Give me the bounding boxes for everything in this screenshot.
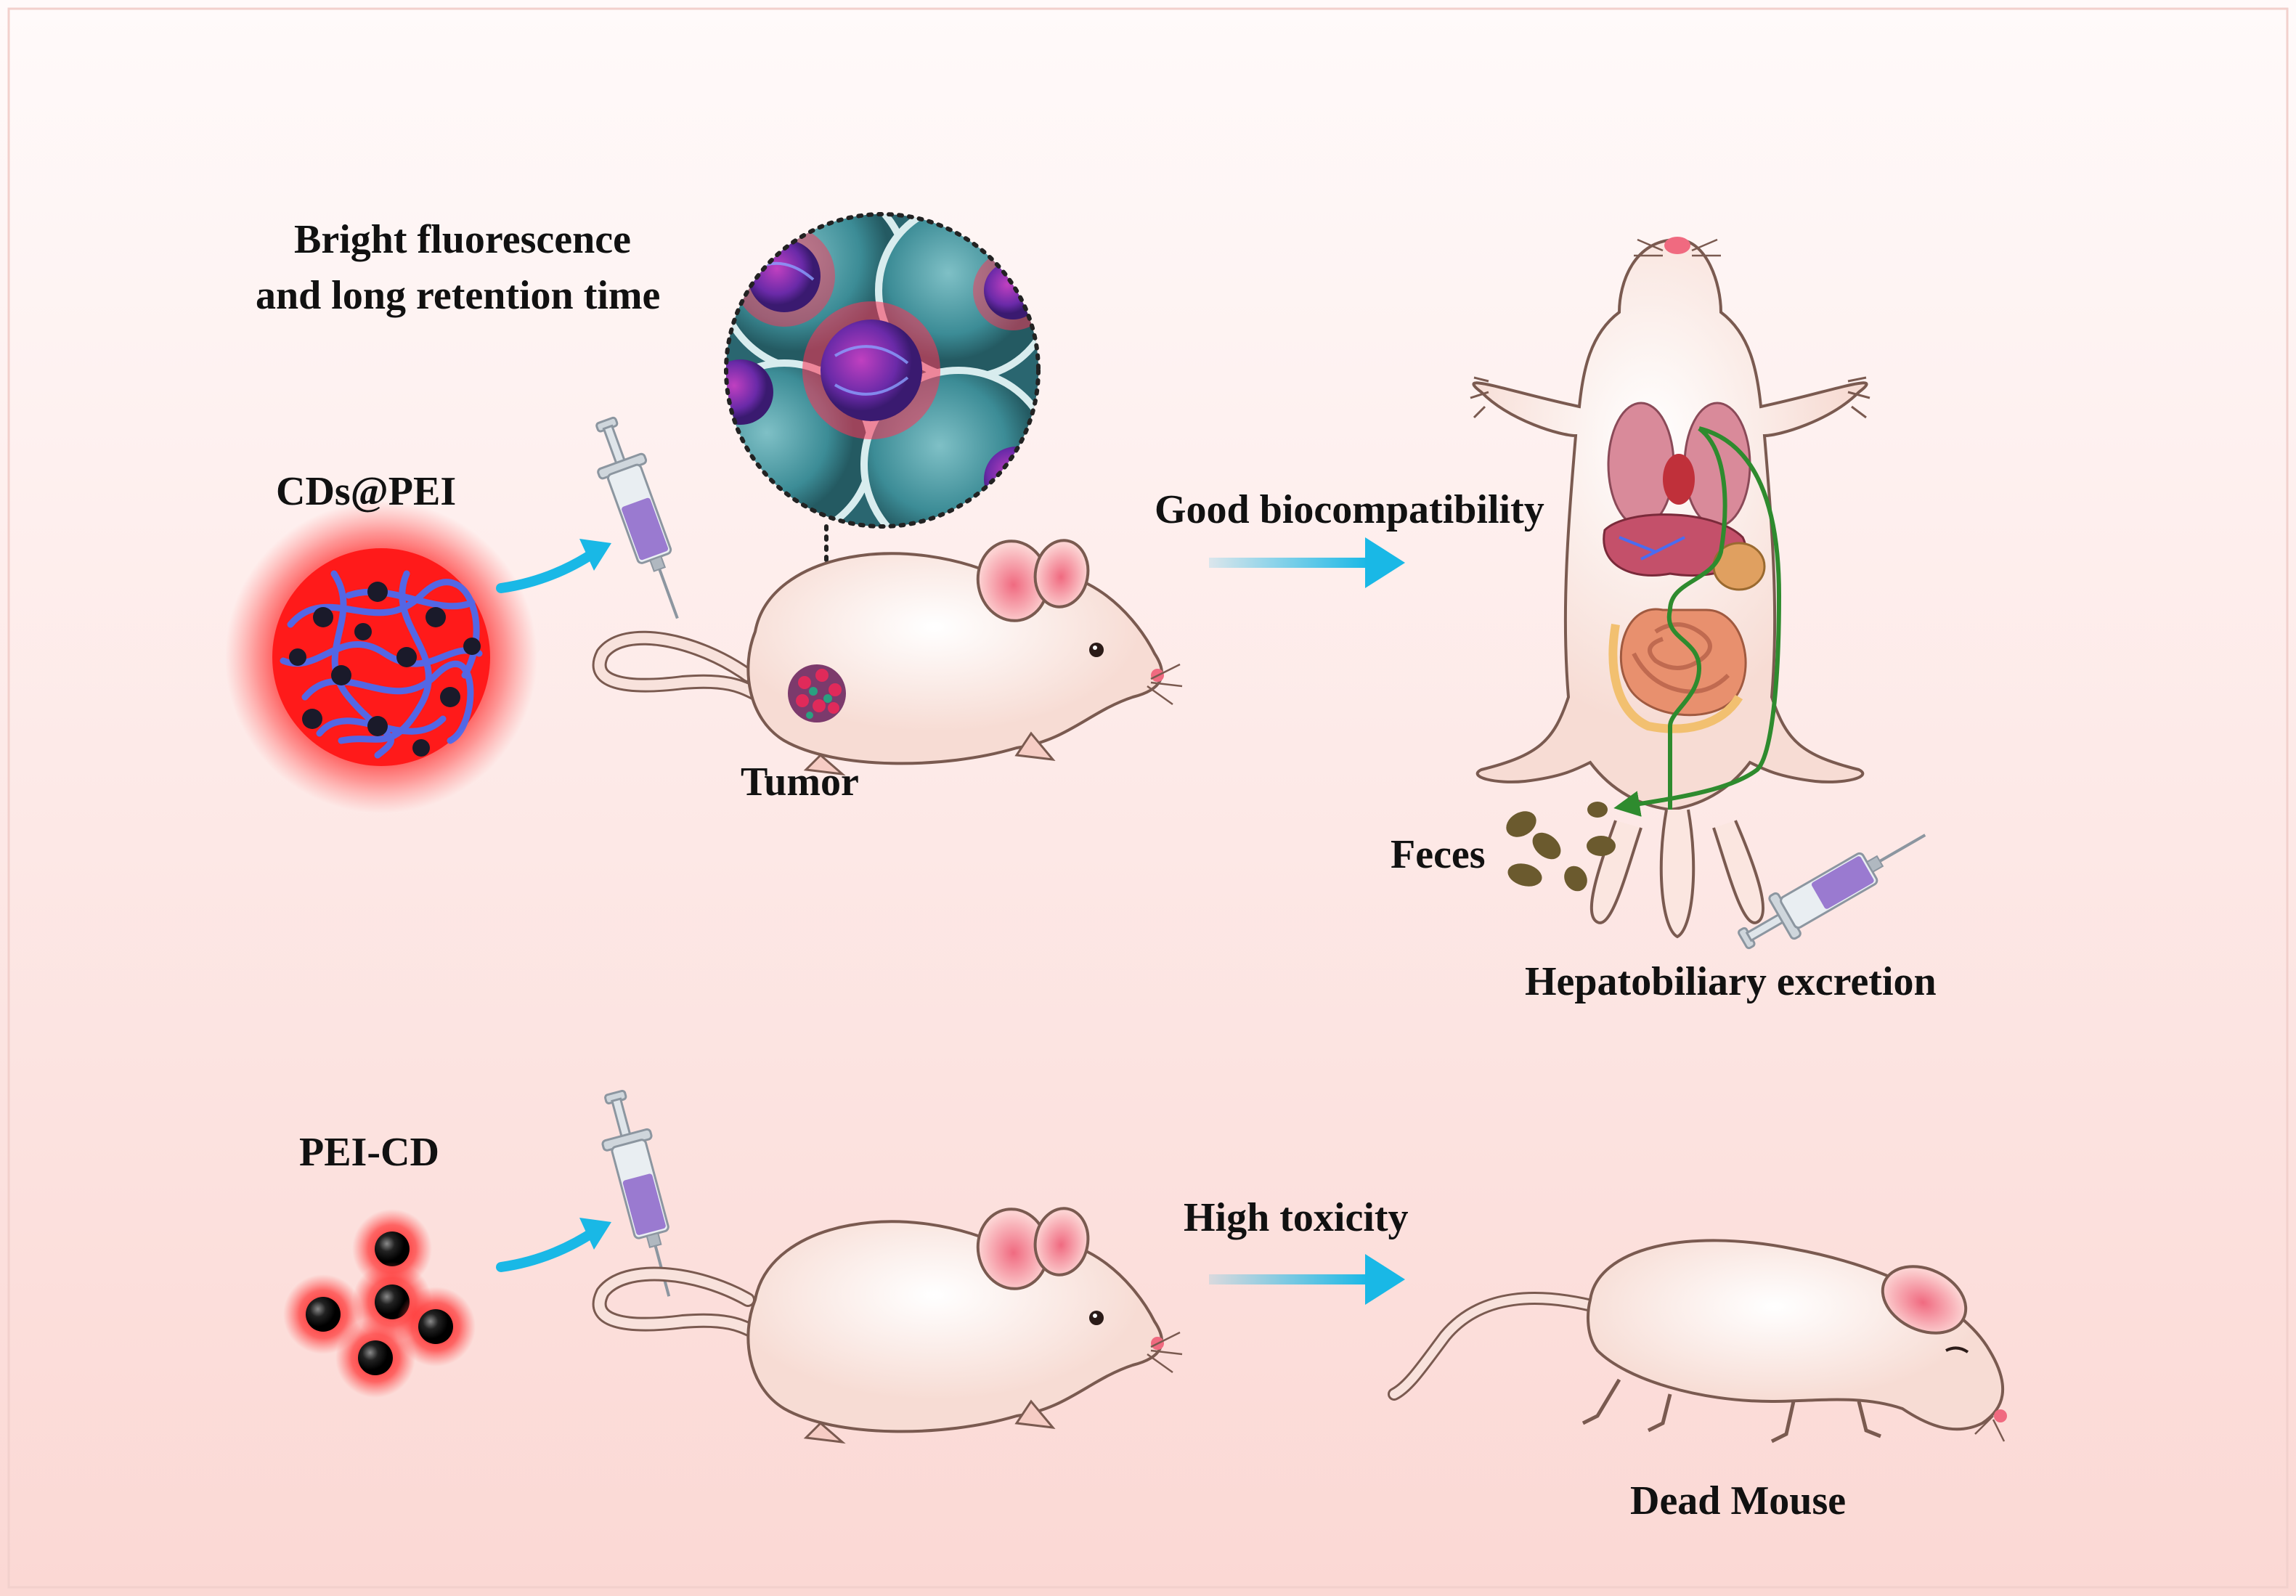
cds-pei-label: CDs@PEI xyxy=(276,469,457,514)
fluorescence-caption-line2: and long retention time xyxy=(256,273,661,318)
hepatobiliary-excretion-label: Hepatobiliary excretion xyxy=(1525,959,1937,1004)
tumor-zoom-view xyxy=(724,212,1041,663)
dead-mouse xyxy=(1388,1239,2007,1444)
curved-arrow-2 xyxy=(496,1226,601,1272)
mouse-injected xyxy=(592,1207,1183,1444)
mouse-with-tumor xyxy=(592,539,1183,776)
feces-label: Feces xyxy=(1391,832,1486,877)
dissected-mouse xyxy=(1470,237,1870,939)
arrow-high-toxicity xyxy=(1209,1254,1405,1305)
high-toxicity-label: High toxicity xyxy=(1184,1195,1409,1240)
pei-cd-dots xyxy=(283,1209,476,1398)
curved-arrow-1 xyxy=(496,547,601,593)
pei-cd-label: PEI-CD xyxy=(299,1130,439,1175)
tumor-label: Tumor xyxy=(741,760,859,805)
good-biocompatibility-label: Good biocompatibility xyxy=(1155,487,1544,532)
feces-pellets xyxy=(1506,802,1616,892)
arrow-good-biocompatibility xyxy=(1209,537,1405,588)
fluorescence-caption-line1: Bright fluorescence xyxy=(294,217,631,262)
dead-mouse-label: Dead Mouse xyxy=(1630,1478,1847,1523)
cds-pei-nanoparticle xyxy=(225,501,537,813)
